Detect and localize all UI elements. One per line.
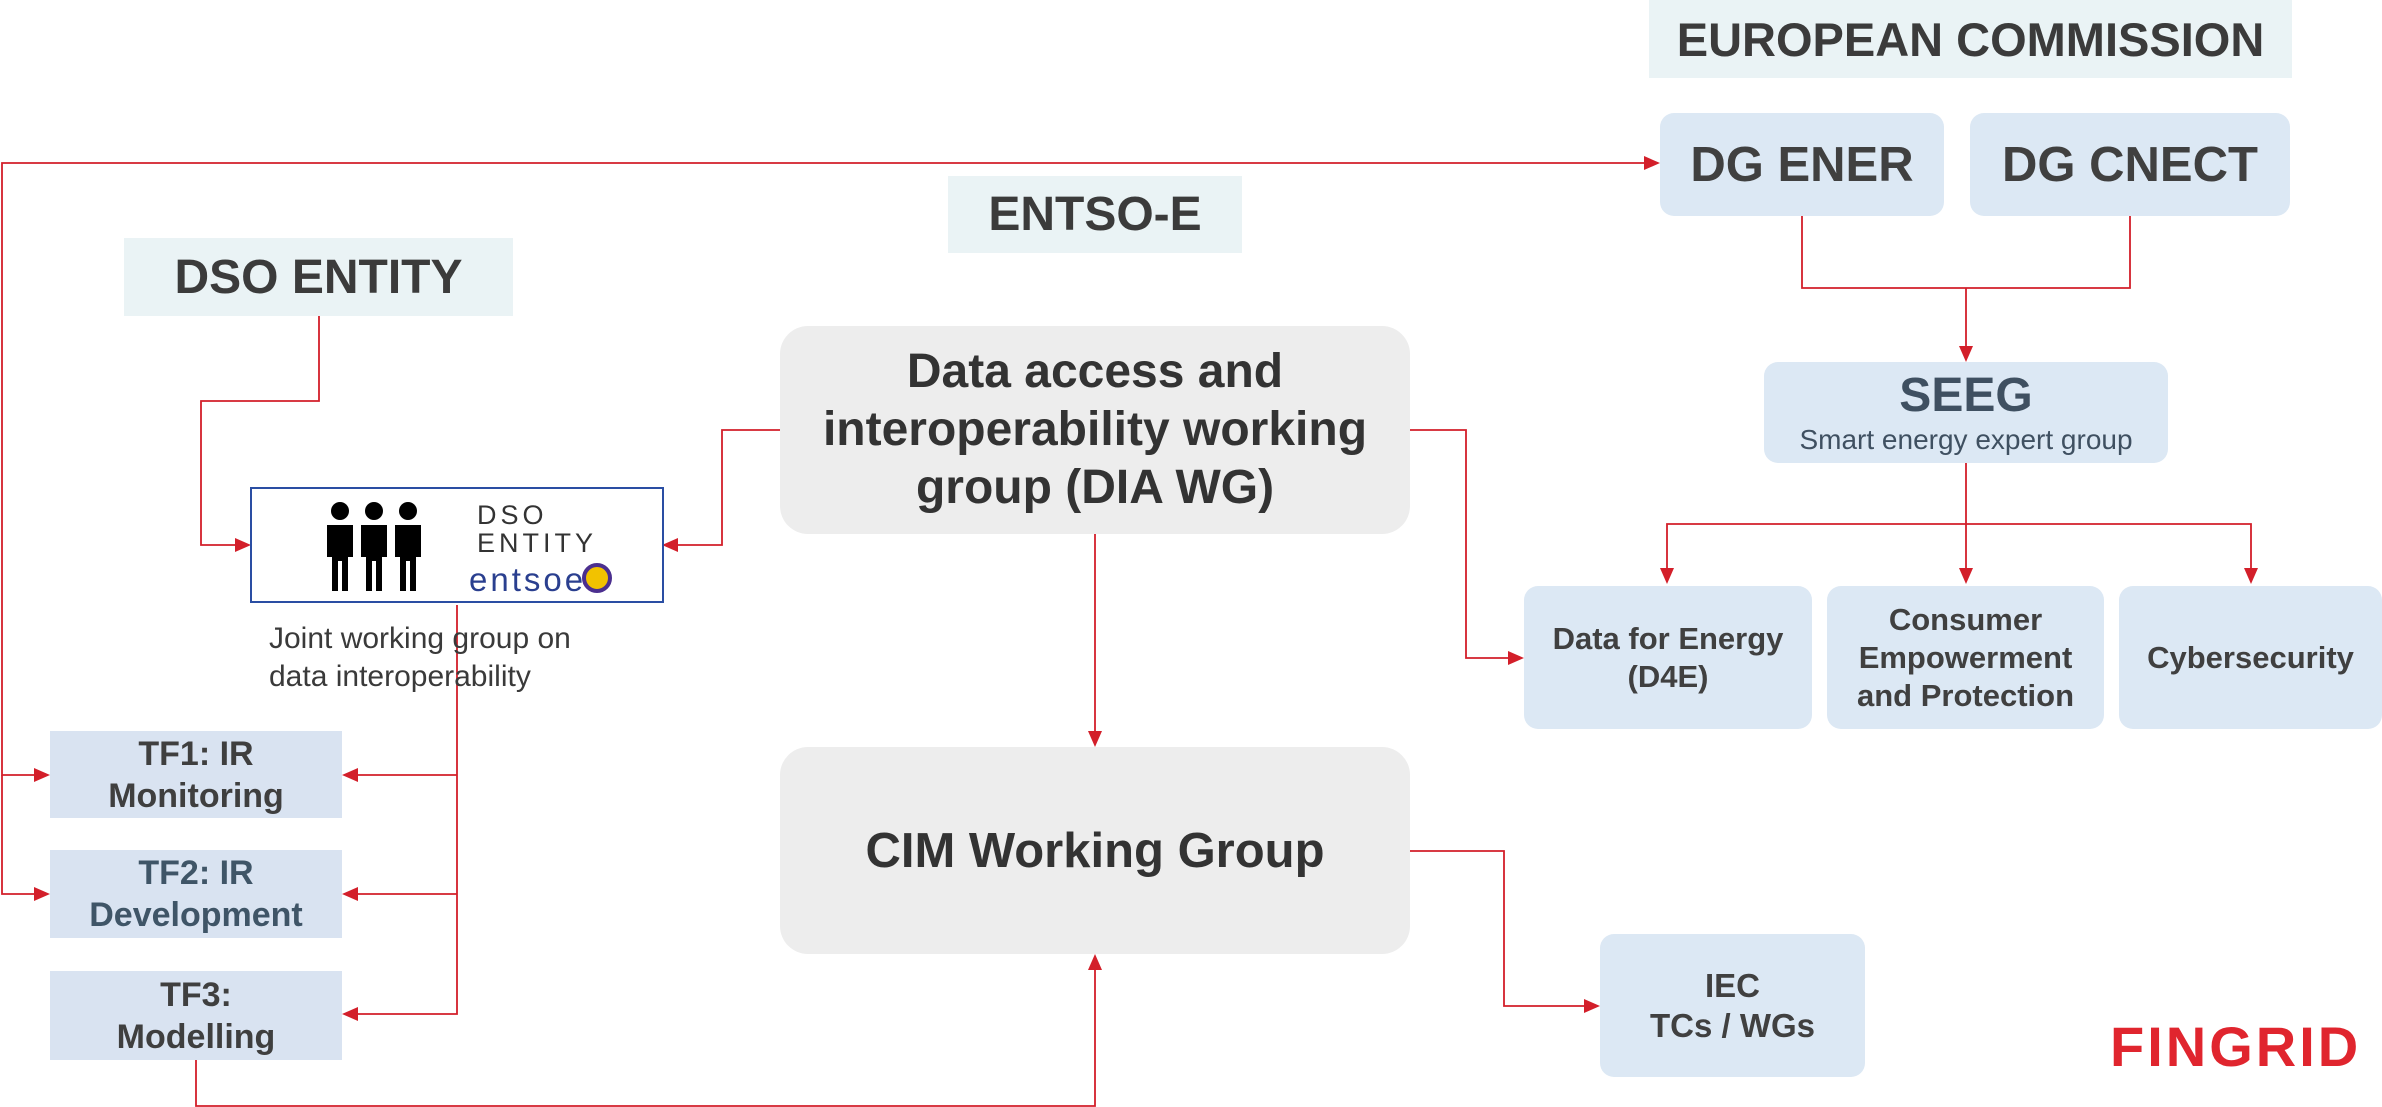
- cim-wg-box: CIM Working Group: [780, 747, 1410, 954]
- tf1-box: TF1: IR Monitoring: [50, 731, 342, 818]
- arrow-into-dgener: [1644, 156, 1660, 170]
- arrow-into-iec: [1584, 999, 1600, 1013]
- tf1-label-line2: Monitoring: [108, 776, 284, 815]
- dia-wg-box: Data access and interoperability working…: [780, 326, 1410, 534]
- cim-wg-label: CIM Working Group: [865, 823, 1325, 878]
- d4e-box: Data for Energy (D4E): [1524, 586, 1812, 729]
- arrow-into-consumer: [1959, 568, 1973, 584]
- d4e-label-line1: Data for Energy: [1552, 620, 1784, 656]
- seeg-box: SEEG Smart energy expert group: [1764, 362, 2168, 463]
- entsoe-logo-text: entsoe: [469, 561, 587, 598]
- entsoe-logo-mark-icon: [582, 563, 613, 593]
- tf3-label-line2: Modelling: [116, 1017, 276, 1056]
- dso-entity-label: DSO ENTITY: [174, 250, 463, 304]
- arrow-into-tf2-right: [342, 887, 358, 901]
- cybersecurity-label: Cybersecurity: [2147, 639, 2354, 675]
- dg-cnect-box: DG CNECT: [1970, 113, 2290, 216]
- connector-dgener-tf: [1, 162, 1658, 776]
- joint-working-group-box: DSO ENTITY entsoe: [250, 487, 664, 603]
- dso-logo-line1: DSO: [477, 500, 548, 530]
- arrow-into-tf1-left: [34, 768, 50, 782]
- iec-label-line1: IEC: [1704, 966, 1760, 1004]
- iec-label-line2: TCs / WGs: [1649, 1006, 1816, 1044]
- tf2-label-line1: TF2: IR: [138, 854, 254, 892]
- arrow-into-d4e-left: [1508, 651, 1524, 665]
- tf2-box: TF2: IR Development: [50, 850, 342, 938]
- connector-dgener-seeg: [1801, 216, 2131, 289]
- joint-working-group-caption: Joint working group on data interoperabi…: [269, 620, 571, 696]
- dia-wg-line3: group (DIA WG): [915, 461, 1275, 514]
- consumer-label-line3: and Protection: [1856, 677, 2074, 713]
- arrow-into-seeg: [1959, 346, 1973, 362]
- arrow-into-tf3-right: [342, 1007, 358, 1021]
- fingrid-logo: FINGRID: [2110, 1014, 2361, 1079]
- iec-box: IEC TCs / WGs: [1600, 934, 1865, 1077]
- entsoe-header: ENTSO-E: [948, 176, 1242, 253]
- connector-dia-d4e: [1410, 429, 1512, 659]
- arrow-into-tf2-left: [34, 887, 50, 901]
- fingrid-logo-text: FINGRID: [2110, 1015, 2362, 1078]
- dg-ener-label: DG ENER: [1690, 137, 1914, 192]
- dg-cnect-label: DG CNECT: [2002, 137, 2258, 192]
- entsoe-label: ENTSO-E: [988, 188, 1202, 241]
- tf2-label-line2: Development: [89, 896, 303, 934]
- joint-caption-line1: Joint working group on: [269, 622, 571, 655]
- dso-entity-header: DSO ENTITY: [124, 238, 513, 316]
- arrow-into-cyber: [2244, 568, 2258, 584]
- connector-left-to-tf2: [1, 775, 40, 895]
- tf3-box: TF3: Modelling: [50, 971, 342, 1060]
- joint-caption-line2: data interoperability: [269, 660, 531, 693]
- dso-entity-logo: DSO ENTITY: [477, 501, 597, 557]
- arrow-into-joint-right: [662, 538, 678, 552]
- connector-dia-joint: [672, 429, 780, 546]
- european-commission-header: EUROPEAN COMMISSION: [1649, 0, 2292, 78]
- dia-wg-line1: Data access and: [906, 345, 1284, 398]
- dg-ener-box: DG ENER: [1660, 113, 1944, 216]
- connector-dso-joint: [200, 316, 320, 546]
- tf3-label-line1: TF3:: [160, 975, 232, 1014]
- arrow-into-tf1-right: [342, 768, 358, 782]
- connector-seeg-branch: [1666, 523, 2252, 572]
- seeg-title: SEEG: [1899, 368, 2033, 422]
- seeg-subtitle: Smart energy expert group: [1799, 423, 2133, 455]
- european-commission-label: EUROPEAN COMMISSION: [1676, 12, 2265, 66]
- tf1-label-line1: TF1: IR: [138, 734, 254, 773]
- cybersecurity-box: Cybersecurity: [2119, 586, 2382, 729]
- consumer-label-line2: Empowerment: [1858, 639, 2073, 675]
- arrow-into-joint-left: [235, 538, 251, 552]
- dso-logo-line2: ENTITY: [477, 528, 598, 558]
- connector-joint-tf: [352, 605, 458, 1015]
- d4e-label-line2: (D4E): [1627, 658, 1709, 694]
- dia-wg-line2: interoperability working: [822, 403, 1368, 456]
- arrow-into-d4e: [1660, 568, 1674, 584]
- people-icon: [327, 502, 421, 591]
- arrow-into-cim-bottom: [1088, 954, 1102, 970]
- arrow-into-cim-top: [1088, 731, 1102, 747]
- consumer-label-line1: Consumer: [1888, 601, 2043, 637]
- connector-cim-iec: [1410, 850, 1588, 1007]
- connector-tf3-cim: [195, 965, 1096, 1107]
- consumer-empowerment-box: Consumer Empowerment and Protection: [1827, 586, 2104, 729]
- entsoe-logo: entsoe: [469, 561, 613, 599]
